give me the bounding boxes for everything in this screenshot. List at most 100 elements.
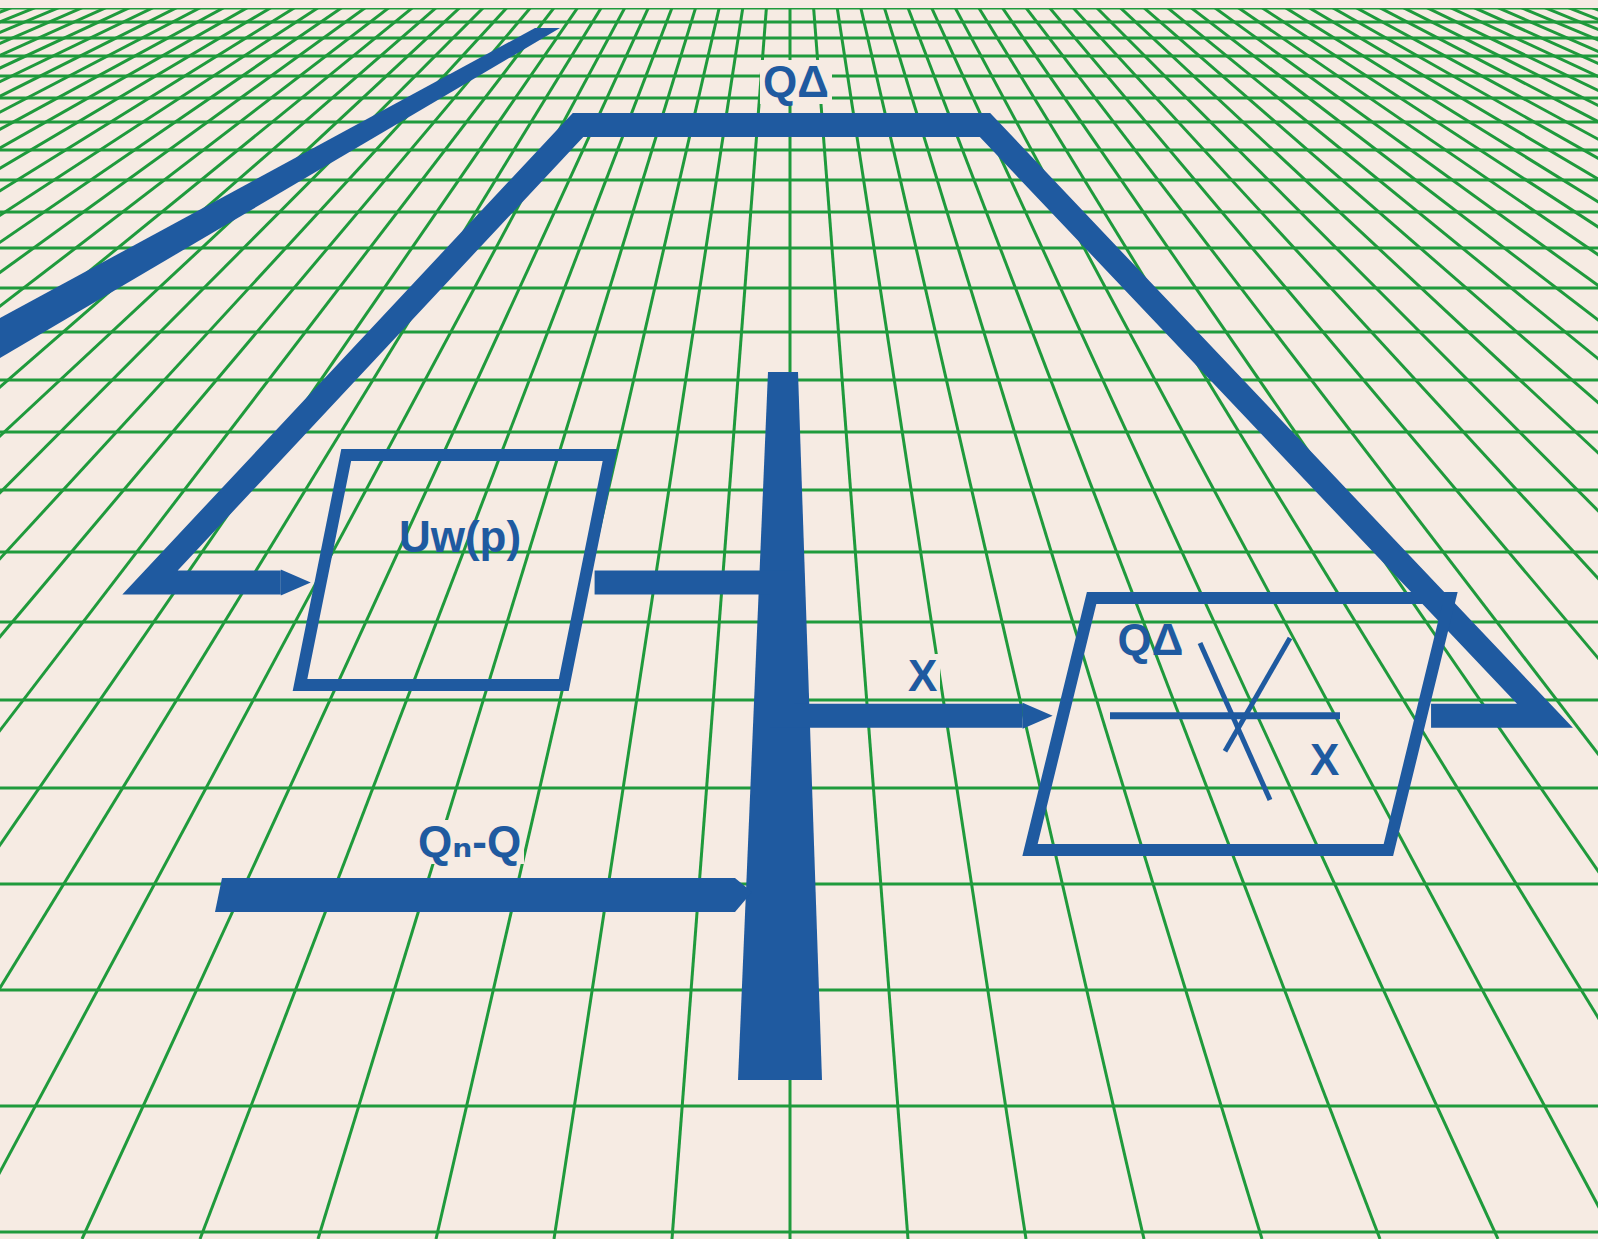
- track-band: [0, 28, 560, 358]
- grid-line: [0, 0, 790, 1239]
- grid-line: [790, 0, 1598, 1239]
- grid-line: [0, 0, 790, 1239]
- grid-line: [790, 0, 1598, 1239]
- grid-line: [0, 287, 1598, 290]
- grid-line: [318, 0, 790, 1239]
- characteristic-line: [1200, 643, 1270, 800]
- grid-line: [790, 0, 1598, 1239]
- horizon: [0, 0, 1598, 8]
- grid-line: [82, 0, 790, 1239]
- input-label: Qₙ-Q: [415, 820, 524, 864]
- grid-line: [790, 0, 1598, 1239]
- grid-line: [0, 0, 790, 1239]
- grid-line: [0, 379, 1598, 382]
- grid-line: [0, 0, 790, 1239]
- grid-line: [0, 0, 790, 1239]
- grid-line: [0, 0, 790, 1239]
- grid-line: [0, 21, 1598, 24]
- grid-line: [0, 247, 1598, 250]
- grid-line: [790, 0, 1598, 1239]
- grid-line: [0, 0, 790, 1239]
- grid-line: [0, 0, 790, 1239]
- grid-line: [790, 0, 1598, 1239]
- grid-line: [790, 0, 1598, 1239]
- node-text: Uw(p): [399, 515, 521, 559]
- grid-line: [0, 0, 790, 1239]
- signal-label: X: [905, 654, 940, 698]
- grid-line: [0, 0, 790, 1239]
- grid-line: [0, 0, 790, 1239]
- grid-line: [0, 0, 790, 1239]
- grid-line: [790, 0, 1598, 1239]
- grid-line: [790, 0, 1598, 1239]
- grid-line: [0, 0, 790, 1239]
- grid-line: [790, 0, 1598, 1239]
- grid-line: [790, 0, 1598, 1239]
- grid-line: [0, 37, 1598, 40]
- signal-arrow: [150, 125, 1545, 716]
- grid-line: [790, 0, 1598, 1239]
- grid-line: [0, 0, 790, 1239]
- grid-line: [790, 0, 1598, 1239]
- input-line: [215, 878, 752, 912]
- grid-line: [0, 0, 790, 1239]
- signal-arrow: [595, 583, 1053, 729]
- grid-line: [0, 1105, 1598, 1108]
- grid-line: [790, 0, 1598, 1239]
- grid-line: [790, 0, 1598, 1239]
- grid-line: [0, 0, 790, 1239]
- signal-label: QΔ: [760, 60, 832, 104]
- grid-line: [0, 0, 790, 1239]
- grid-line: [0, 179, 1598, 182]
- grid-line: [790, 0, 1598, 1239]
- grid-line: [790, 0, 1598, 1239]
- grid-line: [0, 1231, 1598, 1234]
- node-text: X: [1310, 738, 1339, 782]
- grid-line: [790, 0, 1598, 1239]
- grid-line: [0, 0, 790, 1239]
- grid-line: [0, 0, 790, 1239]
- grid-line: [790, 0, 1026, 1239]
- grid-line: [0, 55, 1598, 58]
- grid-line: [790, 0, 1598, 1239]
- grid-line: [0, 0, 790, 1239]
- arrowhead: [1023, 703, 1053, 729]
- grid-line: [0, 0, 790, 1239]
- grid-line: [790, 0, 1598, 1239]
- grid-line: [790, 0, 1598, 1239]
- grid-line: [790, 0, 1598, 1239]
- grid-line: [790, 0, 1598, 1239]
- grid-line: [0, 149, 1598, 152]
- grid-line: [790, 0, 1598, 1239]
- grid-line: [790, 0, 1598, 1239]
- characteristic-line: [1225, 638, 1290, 751]
- grid-line: [790, 0, 1598, 1239]
- grid-line: [0, 0, 790, 1239]
- grid-line: [0, 0, 790, 1239]
- grid-line: [790, 0, 1598, 1239]
- grid-line: [790, 0, 1598, 1239]
- grid-line: [0, 0, 790, 1239]
- axis-line: [1110, 712, 1340, 719]
- grid-line: [790, 0, 1598, 1239]
- grid-line: [790, 0, 1598, 1239]
- characteristic-box: QΔ X: [1020, 588, 1460, 860]
- grid-line: [0, 0, 790, 1239]
- grid-line: [0, 0, 790, 1239]
- grid-line: [790, 0, 1598, 1239]
- grid-line: [0, 0, 790, 1239]
- arrowhead: [281, 570, 311, 596]
- grid-line: [0, 0, 790, 1239]
- grid-line: [0, 0, 790, 1239]
- node-text: QΔ: [1118, 618, 1184, 662]
- transfer-box: Uw(p): [290, 445, 620, 695]
- grid-line: [790, 0, 1498, 1239]
- grid-line: [790, 0, 1598, 1239]
- grid-line: [790, 0, 1598, 1239]
- grid-line: [790, 0, 1262, 1239]
- grid-line: [0, 331, 1598, 334]
- grid-line: [790, 0, 1598, 1239]
- grid-line: [0, 0, 790, 1239]
